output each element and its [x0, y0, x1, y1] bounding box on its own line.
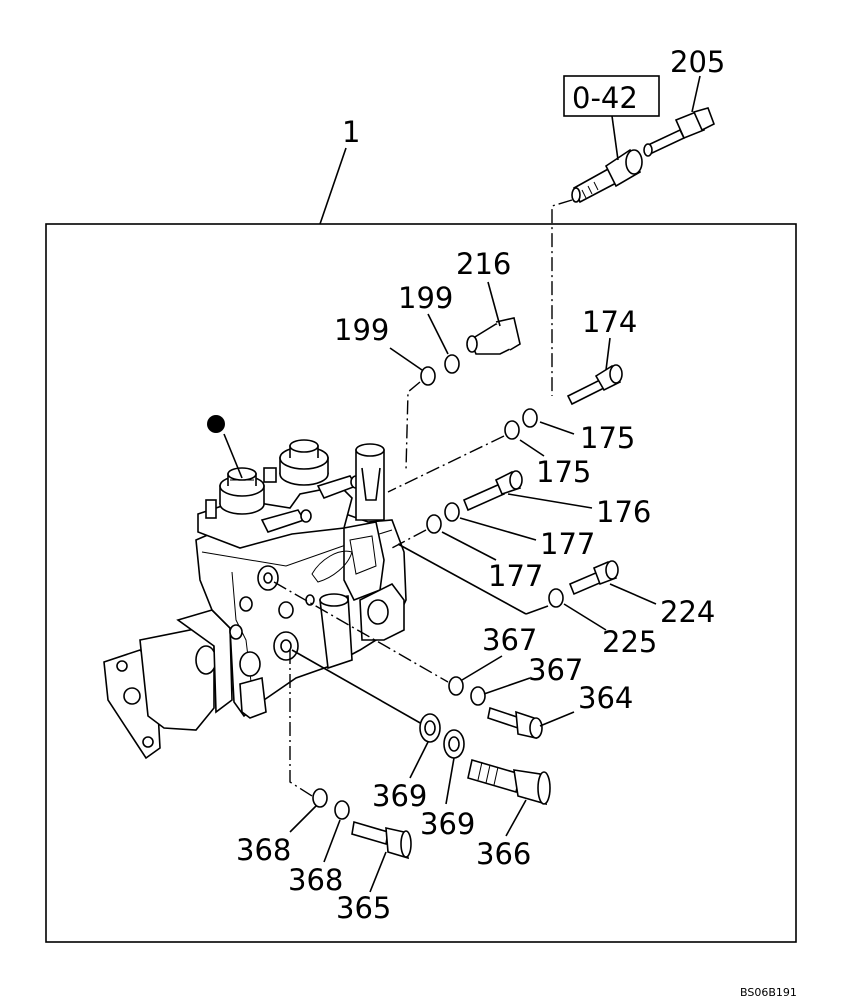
leader-177-lower — [441, 531, 497, 561]
callout-199-upper: 199 — [398, 281, 453, 315]
leader-0-42 — [611, 115, 619, 161]
callout-177-lower: 177 — [488, 559, 543, 593]
leader-367-lower — [483, 677, 531, 695]
callout-369-lower: 369 — [420, 807, 475, 841]
callout-366: 366 — [476, 837, 531, 871]
part-365-bolt — [351, 820, 412, 860]
part-177-washer-lower — [426, 514, 442, 534]
leader-216 — [487, 281, 501, 327]
leader-1 — [319, 147, 347, 225]
part-366-bolt — [467, 758, 551, 806]
callout-364: 364 — [578, 681, 633, 715]
assembly-line-199 — [405, 381, 421, 471]
callout-174: 174 — [582, 305, 637, 339]
leader-368-upper — [289, 805, 317, 833]
leader-224 — [609, 583, 657, 605]
assembly-line-175 — [387, 435, 505, 493]
callout-369-upper: 369 — [372, 779, 427, 813]
part-224-bolt — [568, 560, 619, 596]
part-199-washer-lower — [420, 366, 436, 386]
leader-225 — [563, 603, 607, 631]
part-367-washer-lower — [470, 686, 486, 706]
part-364-bolt — [487, 706, 543, 740]
leader-366 — [505, 799, 527, 837]
part-216-plug — [466, 317, 521, 355]
part-369-washer-upper-hole — [424, 720, 436, 736]
leader-175-upper — [539, 421, 575, 435]
assembly-line-368 — [289, 650, 313, 797]
part-225-washer — [548, 588, 564, 608]
reference-box[interactable]: 0-42 — [563, 75, 660, 117]
callout-225: 225 — [602, 625, 657, 659]
callout-176: 176 — [596, 495, 651, 529]
callout-175-upper: 175 — [580, 421, 635, 455]
part-175-washer-lower — [504, 420, 520, 440]
part-369-washer-lower-hole — [448, 736, 460, 752]
part-199-washer-upper — [444, 354, 460, 374]
leader-365 — [369, 851, 387, 893]
reference-box-label: 0-42 — [572, 81, 638, 115]
leader-199-upper — [427, 313, 449, 355]
leader-368-lower — [323, 819, 341, 863]
callout-224: 224 — [660, 595, 715, 629]
assembly-frame — [45, 223, 797, 943]
assembly-line-369 — [291, 649, 423, 725]
assembly-line-0-42 — [551, 199, 573, 396]
part-205-sensor — [643, 107, 716, 157]
leader-367-upper — [461, 655, 503, 681]
callout-199-lower: 199 — [334, 313, 389, 347]
leader-205 — [691, 75, 701, 113]
part-368-washer-lower — [334, 800, 350, 820]
callout-365: 365 — [336, 891, 391, 925]
callout-205: 205 — [670, 45, 725, 79]
assembly-line-177 — [391, 529, 427, 549]
leader-marker — [223, 433, 243, 479]
part-367-washer-upper — [448, 676, 464, 696]
leader-177-upper — [459, 517, 537, 541]
leader-176 — [507, 493, 593, 509]
part-174-bolt — [566, 364, 623, 406]
callout-175-lower: 175 — [536, 455, 591, 489]
part-176-bolt — [462, 470, 523, 512]
leader-369-upper — [409, 741, 429, 779]
callout-367-lower: 367 — [528, 653, 583, 687]
callout-367-upper: 367 — [482, 623, 537, 657]
leader-199-lower — [389, 347, 423, 371]
callout-1: 1 — [342, 115, 360, 149]
leader-369-lower — [445, 757, 455, 805]
part-177-washer-upper — [444, 502, 460, 522]
callout-177-upper: 177 — [540, 527, 595, 561]
figure-code: BS06B191 — [740, 986, 797, 999]
callout-368-lower: 368 — [288, 863, 343, 897]
leader-175-lower — [519, 439, 545, 457]
leader-364 — [539, 711, 575, 727]
callout-368-upper: 368 — [236, 833, 291, 867]
assembly-line-225b — [397, 543, 527, 615]
assembly-line-225 — [525, 605, 549, 615]
part-368-washer-upper — [312, 788, 328, 808]
callout-216: 216 — [456, 247, 511, 281]
assembly-line-367 — [273, 581, 449, 683]
fitting-0-42 — [571, 148, 643, 204]
leader-174 — [605, 337, 611, 371]
injection-pump-body — [103, 439, 407, 760]
marker-dot — [207, 415, 225, 433]
part-175-washer-upper — [522, 408, 538, 428]
